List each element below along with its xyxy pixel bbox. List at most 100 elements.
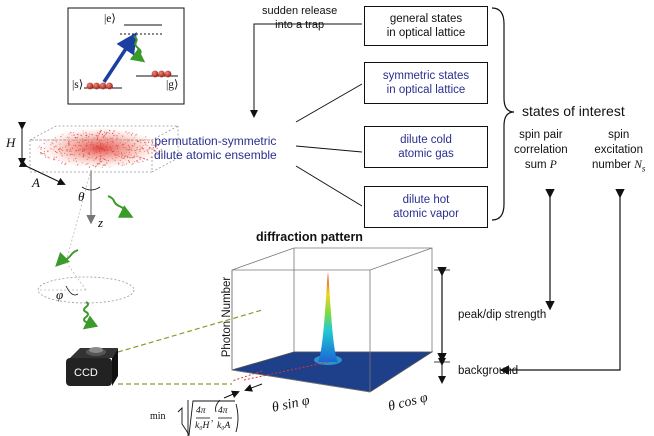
atom-speckle xyxy=(65,146,67,148)
atom-speckle xyxy=(104,133,106,136)
atom-speckle xyxy=(121,153,123,155)
atom-speckle xyxy=(129,148,131,150)
atom-speckle xyxy=(121,157,123,159)
atom-speckle xyxy=(96,137,99,139)
atom-speckle xyxy=(123,144,125,146)
atom-speckle xyxy=(104,131,106,133)
atom-speckle xyxy=(85,139,87,141)
atom-speckle xyxy=(118,155,120,157)
atom-speckle xyxy=(116,135,118,137)
atom-speckle xyxy=(122,143,124,145)
atom-speckle xyxy=(43,143,45,145)
atom-speckle xyxy=(122,162,124,164)
atom-speckle xyxy=(121,144,123,146)
atom-speckle xyxy=(152,147,154,149)
atom-speckle xyxy=(86,158,88,160)
atom-speckle xyxy=(122,154,124,157)
atom-speckle xyxy=(155,145,157,147)
atom-speckle xyxy=(147,151,149,153)
atom-speckle xyxy=(60,152,62,154)
atom-speckle xyxy=(144,142,146,144)
atom-speckle xyxy=(99,155,101,157)
diffraction-title: diffraction pattern xyxy=(256,230,363,244)
emission-arrow xyxy=(129,35,146,63)
atom-speckle xyxy=(103,164,106,166)
atom-speckle xyxy=(69,153,71,156)
atom-speckle xyxy=(99,145,101,147)
atom-speckle xyxy=(59,148,61,150)
atom-speckle xyxy=(131,157,134,159)
atom-speckle xyxy=(139,148,141,150)
atom-speckle xyxy=(68,144,70,146)
atom-speckle xyxy=(52,143,54,145)
atom-speckle xyxy=(141,146,143,149)
photon-number-label: Photon Number xyxy=(221,276,233,358)
atom-speckle xyxy=(105,145,107,147)
atom-speckle xyxy=(90,144,92,146)
atom-speckle xyxy=(53,139,55,141)
atom-speckle xyxy=(155,150,157,153)
atom-speckle xyxy=(117,154,119,156)
atom-speckle xyxy=(100,142,102,144)
atom-speckle xyxy=(119,142,121,144)
atom-speckle xyxy=(156,154,158,156)
atom-speckle xyxy=(96,145,98,147)
atom-speckle xyxy=(117,162,120,164)
atom-speckle xyxy=(156,147,158,149)
atom-speckle xyxy=(146,159,148,161)
atom-speckle xyxy=(127,149,129,151)
atom-speckle xyxy=(93,137,96,139)
atom-speckle xyxy=(147,152,150,155)
atom-speckle xyxy=(81,162,83,164)
atom-speckle xyxy=(94,166,96,168)
atom-speckle xyxy=(139,145,141,147)
atom-speckle xyxy=(142,148,144,150)
atom-speckle xyxy=(134,143,136,145)
atom-speckle xyxy=(55,145,57,147)
atom-speckle xyxy=(108,129,111,132)
atom-speckle xyxy=(105,159,107,161)
atom-speckle xyxy=(129,157,131,159)
atom-speckle xyxy=(82,148,84,150)
atom-speckle xyxy=(88,136,90,138)
atom-speckle xyxy=(127,155,129,157)
atom-speckle xyxy=(92,164,94,167)
atom-speckle xyxy=(66,149,68,151)
atom-speckle xyxy=(153,144,155,146)
atom-speckle xyxy=(99,157,101,159)
atom-speckle xyxy=(113,130,115,132)
atom-speckle xyxy=(48,157,50,159)
atom-speckle xyxy=(58,159,60,161)
peak-dip-label: peak/dip strength xyxy=(458,309,547,321)
atom-speckle xyxy=(112,150,114,152)
atom-speckle xyxy=(133,156,135,158)
atom-speckle xyxy=(83,150,85,152)
atom-speckle xyxy=(53,156,55,158)
atom-speckle xyxy=(68,142,70,144)
atom-speckle xyxy=(126,155,128,157)
release-arrow xyxy=(250,23,362,118)
atom-speckle xyxy=(117,151,119,153)
atom-speckle xyxy=(37,147,40,149)
atom-speckle xyxy=(98,140,100,142)
atom-speckle xyxy=(118,163,120,165)
azimuth-ellipse xyxy=(37,276,135,304)
atom-speckle xyxy=(106,162,108,164)
atom-speckle xyxy=(100,156,102,158)
atom-speckle xyxy=(126,138,128,141)
atom-speckle xyxy=(142,145,144,147)
atom-speckle xyxy=(147,159,149,161)
atom-speckle xyxy=(70,150,72,152)
atom-speckle xyxy=(104,137,106,139)
atom-speckle xyxy=(83,148,85,151)
atom-speckle xyxy=(120,156,123,158)
atom-speckle xyxy=(125,147,127,149)
atom-speckle xyxy=(145,139,147,141)
atom-speckle xyxy=(68,137,70,139)
atom-speckle xyxy=(96,164,98,166)
atom-speckle xyxy=(93,148,95,150)
spin-pair-label: spin pair correlation sum P xyxy=(514,128,568,173)
atom-speckle xyxy=(102,164,104,166)
atom-speckle xyxy=(111,137,113,139)
atom-speckle xyxy=(115,157,117,159)
